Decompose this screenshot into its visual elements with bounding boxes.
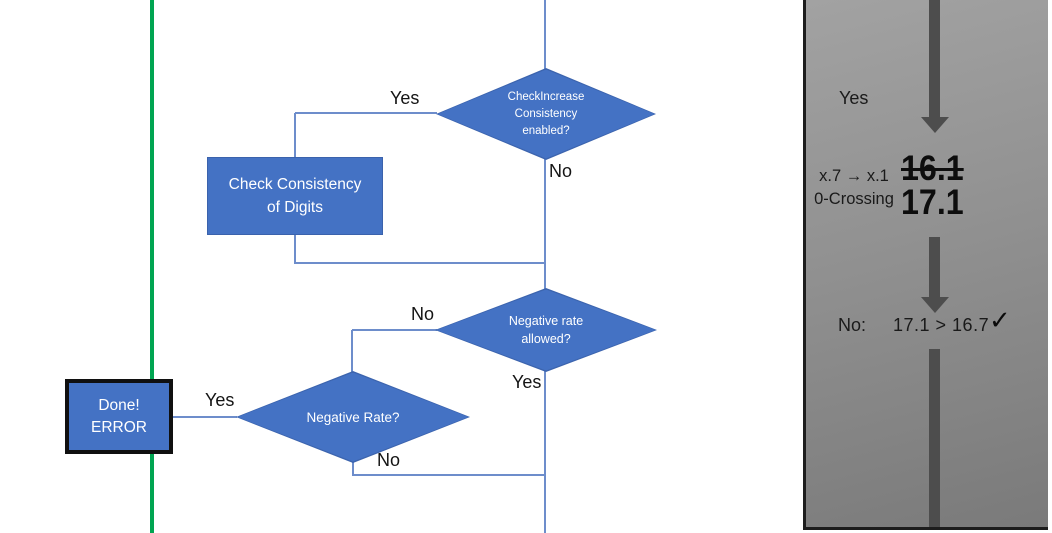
connector-no-branch-horizontal [352, 329, 437, 331]
connector-process-out-horizontal [295, 262, 546, 264]
decision-text-line: Negative Rate? [306, 409, 400, 425]
connector-yes-continue-vertical [544, 371, 546, 533]
decision-text-line: CheckIncrease [507, 90, 585, 103]
process-check-consistency-of-digits: Check Consistency of Digits [207, 157, 383, 235]
panel-result-label: No: [838, 315, 867, 335]
down-arrow-icon [929, 237, 940, 299]
panel-rule-line1: x.7 → x.1 [819, 167, 889, 185]
panel-old-value: 16.1 [901, 149, 964, 188]
terminal-text-line: Done! [98, 396, 140, 414]
down-arrow-head-icon [921, 117, 949, 133]
decision-checkincrease-consistency-text: CheckIncrease Consistency enabled? [437, 69, 655, 159]
panel-yes-label: Yes [839, 88, 869, 108]
panel-result-comparison: 17.1 > 16.7 [893, 315, 990, 335]
panel-rule-label: x.7 → x.1 0-Crossing [806, 165, 902, 211]
decision-text-line: Consistency [514, 107, 578, 120]
decision-negative-rate-text: Negative Rate? [237, 372, 469, 462]
branch-label-no-mid: No [411, 304, 435, 324]
process-text-line: of Digits [267, 199, 323, 216]
terminal-done-error: Done! ERROR [65, 379, 173, 454]
panel-values: 16.1 17.1 [901, 149, 969, 222]
decision-checkincrease-consistency: CheckIncrease Consistency enabled? [436, 68, 656, 160]
connector-yes-branch-horizontal [295, 112, 437, 114]
connector-no3-vertical [352, 462, 354, 476]
down-arrow-icon [929, 0, 940, 118]
decision-negative-rate: Negative Rate? [236, 371, 470, 463]
connector-main-middle [544, 158, 546, 289]
branch-label-no-bottom: No [377, 450, 401, 470]
connector-top-entry [544, 0, 546, 69]
decision-text-line: enabled? [522, 124, 570, 137]
panel-rule-line2: 0-Crossing [814, 190, 894, 208]
connector-no-branch-vertical [351, 330, 353, 372]
panel-new-value: 17.1 [901, 183, 964, 222]
branch-label-yes-bottom: Yes [205, 390, 235, 410]
down-arrow-icon [929, 349, 940, 527]
branch-label-yes-top: Yes [390, 88, 420, 108]
terminal-text-line: ERROR [91, 418, 147, 436]
decision-negative-rate-allowed: Negative rate allowed? [435, 288, 657, 372]
decision-negative-rate-allowed-text: Negative rate allowed? [436, 289, 656, 371]
checkmark-icon: ✓ [989, 305, 1011, 335]
annotation-panel: Yes x.7 → x.1 0-Crossing 16.1 17.1 No: 1… [803, 0, 1048, 530]
connector-yes-branch-vertical [294, 113, 296, 158]
process-text-line: Check Consistency [228, 176, 362, 193]
timeline-green-line [150, 0, 154, 533]
branch-label-no-top: No [549, 161, 573, 181]
connector-process-out-vertical [294, 235, 296, 264]
connector-no3-horizontal [353, 474, 546, 476]
connector-to-done [172, 416, 237, 418]
decision-text-line: allowed? [521, 332, 571, 346]
down-arrow-head-icon [921, 297, 949, 313]
branch-label-yes-mid: Yes [512, 372, 542, 392]
decision-text-line: Negative rate [508, 314, 584, 328]
